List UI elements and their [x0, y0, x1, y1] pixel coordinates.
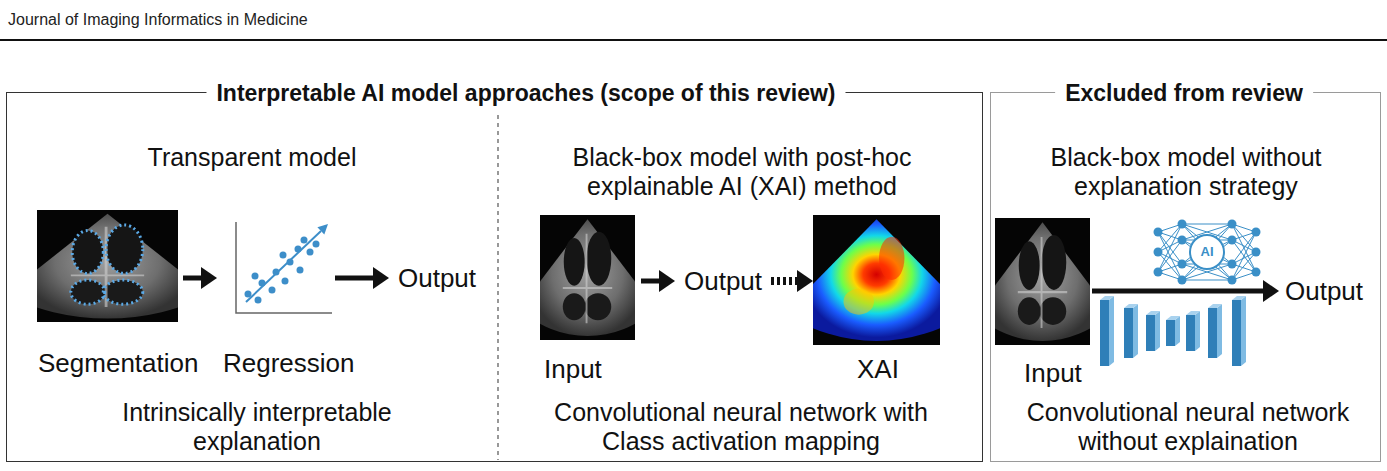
segmentation-image: Segmentation	[38, 211, 183, 381]
header-rule	[0, 39, 1387, 41]
box-title: Interpretable AI model approaches (scope…	[206, 79, 845, 107]
output-text: Output	[1279, 275, 1369, 309]
echo-image	[519, 215, 656, 340]
journal-header: Journal of Imaging Informatics in Medici…	[8, 10, 408, 30]
panel-heading: Transparent model	[7, 143, 497, 172]
segmentation-echo	[6, 210, 209, 322]
panel-caption: Convolutional neural network with Class …	[531, 398, 951, 456]
arrow-line	[183, 276, 202, 281]
arrow-head	[797, 270, 813, 292]
output-label: Output	[675, 265, 771, 297]
image-caption: Input	[544, 353, 624, 385]
panel-caption: Convolutional neural network without exp…	[1003, 398, 1373, 456]
arrow-connector	[771, 270, 813, 292]
heatmap-image	[785, 215, 968, 345]
arrow-line	[641, 279, 660, 284]
input-echo: Input	[541, 216, 641, 386]
scope-box: Interpretable AI model approaches (scope…	[6, 92, 983, 462]
output-label: Output	[1279, 275, 1369, 307]
arrow-connector	[1092, 280, 1279, 302]
regression-plot	[236, 222, 332, 313]
arrow-connector	[335, 267, 389, 289]
transparent-panel: Transparent modelIntrinsically interpret…	[7, 93, 497, 463]
arrow-head	[201, 267, 217, 289]
panel-caption: Intrinsically interpretable explanation	[92, 398, 422, 456]
echo-image	[974, 218, 1111, 345]
panel-heading: Black-box model with post-hoc explainabl…	[537, 143, 947, 201]
arrow-line	[335, 276, 374, 281]
neural-network-icon	[1154, 220, 1261, 285]
dashed-divider	[497, 115, 498, 460]
image-caption: Segmentation	[38, 347, 228, 379]
arrow-head	[659, 270, 675, 292]
image-caption: Input	[1024, 357, 1104, 389]
icon-label: AI	[1195, 244, 1219, 260]
output-text: Output	[675, 265, 771, 299]
unet-icon	[1100, 296, 1246, 366]
image-caption: XAI	[813, 353, 943, 385]
panel-heading: Black-box model without explanation stra…	[1026, 143, 1346, 201]
excluded-box: Excluded from reviewBlack-box model with…	[990, 92, 1381, 462]
arrow-connector	[183, 267, 217, 289]
arrow-head	[1263, 280, 1279, 302]
input-echo: Input	[996, 219, 1092, 389]
arrow-connector	[641, 270, 675, 292]
regression-chart: Regression	[217, 211, 335, 381]
arrow-line	[771, 277, 798, 285]
box-title: Excluded from review	[1055, 79, 1313, 107]
arrow-line	[1092, 289, 1264, 294]
arrow-head	[373, 267, 389, 289]
output-text: Output	[389, 261, 485, 295]
image-caption: Regression	[223, 347, 363, 379]
xai-heatmap: XAI	[813, 216, 943, 386]
xai-panel: Black-box model with post-hoc explainabl…	[501, 93, 984, 463]
output-label: Output	[389, 262, 485, 294]
